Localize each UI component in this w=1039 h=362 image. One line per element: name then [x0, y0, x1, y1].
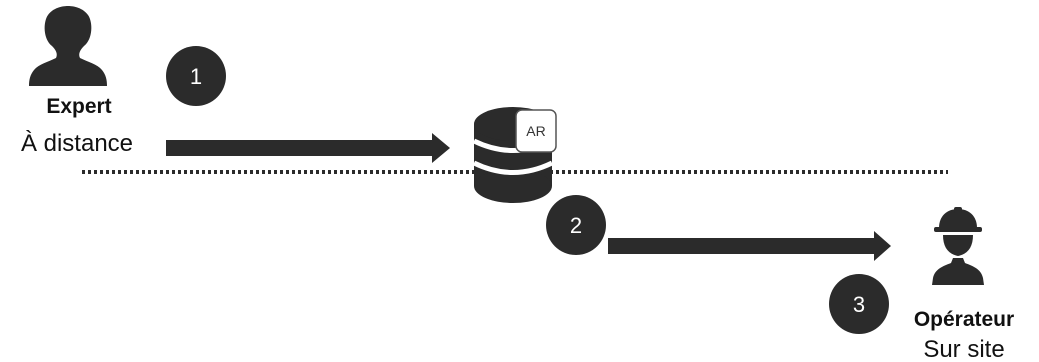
step-1-label: 1: [190, 64, 202, 89]
ar-badge-label: AR: [526, 123, 545, 139]
worker-hardhat-icon: [932, 207, 984, 285]
person-icon: [29, 6, 107, 86]
step-3-badge: 3: [829, 274, 889, 334]
operator-subtitle: Sur site: [923, 336, 1004, 362]
step-1-badge: 1: [166, 46, 226, 106]
step-3-label: 3: [853, 292, 865, 317]
expert-title: Expert: [46, 95, 111, 118]
arrow-expert-to-storage: [166, 133, 450, 163]
expert-subtitle: À distance: [21, 130, 133, 157]
arrow-storage-to-operator: [608, 231, 891, 261]
step-2-label: 2: [570, 213, 582, 238]
operator-title: Opérateur: [914, 308, 1014, 331]
ar-badge: AR: [515, 109, 557, 153]
step-2-badge: 2: [546, 195, 606, 255]
